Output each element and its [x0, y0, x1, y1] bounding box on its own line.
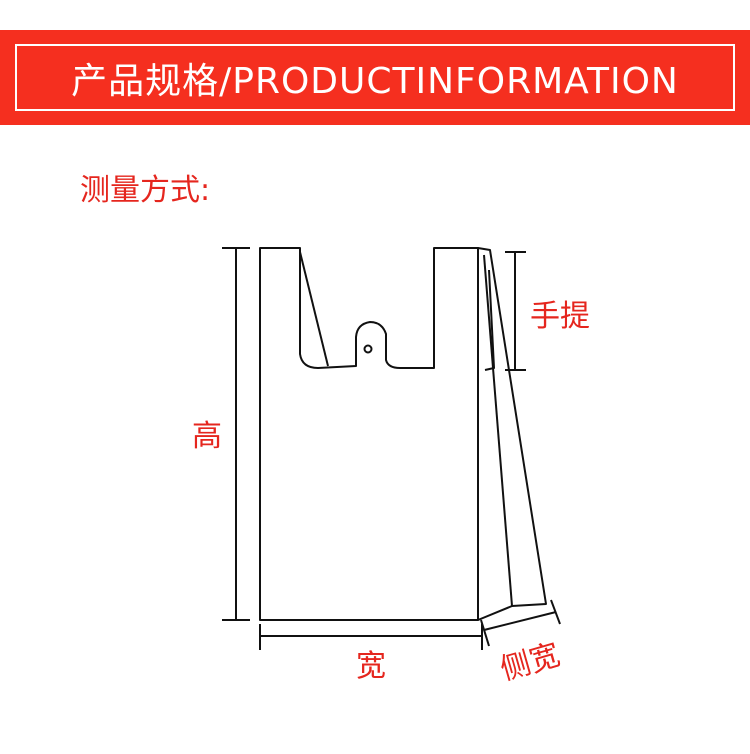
width-label: 宽 [356, 649, 386, 684]
side-width-label: 侧宽 [497, 638, 564, 688]
page-title: 产品规格/PRODUCTINFORMATION [71, 60, 679, 102]
bag-side-gusset [477, 247, 547, 621]
measurement-method-heading: 测量方式: [80, 173, 211, 208]
hang-hole-icon [363, 344, 373, 354]
side-width-dimension-cap-right [550, 599, 561, 625]
header-frame: 产品规格/PRODUCTINFORMATION [15, 44, 735, 111]
bag-front-outline [259, 247, 479, 621]
bag-gusset-fold [483, 254, 513, 607]
side-width-dimension-line [483, 611, 557, 631]
bag-gusset-fold-2 [484, 269, 495, 371]
side-width-dimension-cap-left [480, 619, 490, 647]
header-banner: 产品规格/PRODUCTINFORMATION [0, 30, 750, 125]
handle-label: 手提 [530, 299, 590, 334]
bag-handle-fold [299, 251, 329, 367]
height-label: 高 [192, 419, 222, 454]
